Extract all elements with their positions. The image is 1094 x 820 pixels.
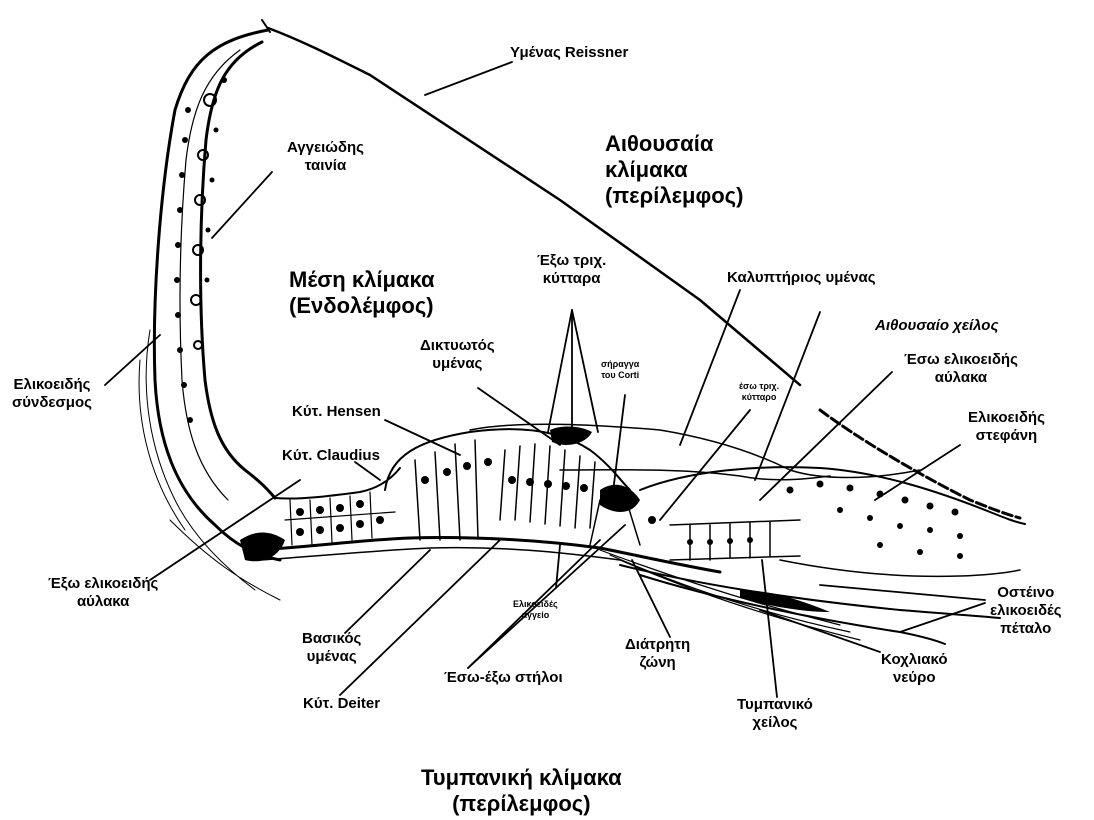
- lateral-wall-inner: [201, 42, 275, 498]
- label-scala-vestibuli-line-2: κλίμακα: [605, 157, 743, 183]
- leader-reissner: [425, 62, 512, 95]
- label-tunnel-line-2: του Corti: [601, 370, 639, 381]
- leader-stria: [212, 172, 272, 238]
- leader-inner-hair: [660, 410, 750, 520]
- label-spiral-vessel-line-1: Ελικοειδές: [513, 599, 558, 610]
- label-limbus-line-2: στεφάνη: [968, 427, 1045, 445]
- label-reticular-line-2: υμένας: [420, 355, 495, 373]
- leader-reticular: [478, 388, 560, 445]
- label-basilar-line-1: Βασικός: [302, 630, 361, 648]
- basilar-membrane-lower: [260, 548, 620, 560]
- label-stria-line-1: Αγγειώδης: [287, 139, 364, 157]
- label-nerve-line-1: Κοχλιακό: [881, 651, 948, 669]
- label-tunnel-line-1: σήραγγα: [601, 359, 639, 370]
- label-outer-hair-cells: Έξω τριχ. κύτταρα: [537, 252, 606, 288]
- leader-tunnel: [612, 395, 625, 500]
- stria-vascularis-cells: [191, 94, 216, 349]
- label-osseous-line-2: ελικοειδές: [990, 602, 1062, 620]
- label-scala-media-line-1: Μέση κλίμακα: [289, 267, 435, 293]
- leader-pillars-1: [468, 525, 625, 668]
- label-inner-spiral-sulcus: Έσω ελικοειδής αύλακα: [904, 351, 1018, 387]
- label-basilar-line-2: υμένας: [302, 648, 361, 666]
- lateral-wall-outer: [154, 30, 280, 560]
- label-tymp-lip-line-1: Τυμπανικό: [737, 696, 813, 714]
- leader-tymp-lip: [762, 560, 777, 697]
- label-habenula-line-2: ζώνη: [625, 654, 690, 672]
- leader-osseous-2: [900, 603, 985, 632]
- label-osseous-spiral-lamina: Οστέινο ελικοειδές πέταλο: [990, 584, 1062, 638]
- label-limbus-line-1: Ελικοειδής: [968, 409, 1045, 427]
- leader-hensen: [385, 420, 460, 455]
- label-stria-vascularis: Αγγειώδης ταινία: [287, 139, 364, 175]
- label-osseous-line-3: πέταλο: [990, 620, 1062, 638]
- label-reticular-line-1: Δικτυωτός: [420, 337, 495, 355]
- label-tunnel-of-corti: σήραγγα του Corti: [601, 359, 639, 381]
- leader-osseous: [820, 585, 985, 600]
- label-outer-sulcus-line-2: αύλακα: [48, 593, 158, 611]
- label-tympanic-lip: Τυμπανικό χείλος: [737, 696, 813, 732]
- label-inner-hair-line-1: έσω τριχ.: [739, 381, 779, 392]
- label-scala-media-line-2: (Ενδολέμφος): [289, 293, 435, 319]
- label-outer-hair-line-2: κύτταρα: [537, 270, 606, 288]
- label-inner-sulcus-line-1: Έσω ελικοειδής: [904, 351, 1018, 369]
- label-scala-tympani-line-2: (περίλεμφος): [421, 791, 622, 817]
- label-habenula-perforata: Διάτρητη ζώνη: [625, 636, 690, 672]
- label-pillar-cells: Έσω-έξω στήλοι: [444, 669, 563, 687]
- label-cochlear-nerve: Κοχλιακό νεύρο: [881, 651, 948, 687]
- label-basilar-membrane: Βασικός υμένας: [302, 630, 361, 666]
- label-tectorial-membrane: Καλυπτήριος υμένας: [727, 269, 876, 287]
- label-tymp-lip-line-2: χείλος: [737, 714, 813, 732]
- leader-outer-hair-1: [548, 310, 572, 432]
- limbus-lower: [780, 560, 1020, 576]
- label-scala-vestibuli-line-3: (περίλεμφος): [605, 183, 743, 209]
- label-inner-sulcus-line-2: αύλακα: [904, 369, 1018, 387]
- cochlear-nerve-fibers: [600, 550, 860, 640]
- hensen-cell-dividers: [415, 440, 478, 540]
- label-reticular-membrane: Δικτυωτός υμένας: [420, 337, 495, 373]
- label-inner-hair-cell: έσω τριχ. κύτταρο: [739, 381, 779, 403]
- label-scala-vestibuli-line-1: Αιθουσαία: [605, 131, 743, 157]
- label-claudius-cells: Κύτ. Claudius: [282, 447, 380, 465]
- label-habenula-line-1: Διάτρητη: [625, 636, 690, 654]
- label-outer-spiral-sulcus: Έξω ελικοειδής αύλακα: [48, 575, 158, 611]
- label-scala-tympani-line-1: Τυμπανική κλίμακα: [421, 765, 622, 791]
- label-outer-hair-line-1: Έξω τριχ.: [537, 252, 606, 270]
- label-inner-hair-line-2: κύτταρο: [739, 392, 779, 403]
- label-deiter-cells: Κύτ. Deiter: [303, 695, 380, 713]
- label-reissner-membrane: Υμένας Reissner: [510, 44, 628, 62]
- leader-tectorial: [680, 290, 740, 445]
- label-hensen-cells: Κύτ. Hensen: [292, 403, 381, 421]
- label-spiral-ligament-line-2: σύνδεσμος: [12, 394, 92, 412]
- label-scala-media: Μέση κλίμακα (Ενδολέμφος): [289, 267, 435, 319]
- leader-outer-hair-3: [572, 310, 598, 432]
- label-scala-vestibuli: Αιθουσαία κλίμακα (περίλεμφος): [605, 131, 743, 209]
- label-vestibular-lip: Αιθουσαίο χείλος: [875, 317, 998, 335]
- leader-spiral-ligament: [105, 335, 160, 385]
- label-stria-line-2: ταινία: [287, 157, 364, 175]
- label-spiral-ligament: Ελικοειδής σύνδεσμος: [12, 376, 92, 412]
- label-scala-tympani: Τυμπανική κλίμακα (περίλεμφος): [421, 765, 622, 817]
- label-osseous-line-1: Οστέινο: [990, 584, 1062, 602]
- label-outer-sulcus-line-1: Έξω ελικοειδής: [48, 575, 158, 593]
- label-spiral-limbus: Ελικοειδής στεφάνη: [968, 409, 1045, 445]
- spiral-limbus-outline: [640, 467, 1025, 524]
- label-nerve-line-2: νεύρο: [881, 669, 948, 687]
- label-spiral-vessel-line-2: αγγείο: [513, 610, 558, 621]
- leader-inner-sulcus: [760, 372, 892, 500]
- label-spiral-ligament-line-1: Ελικοειδής: [12, 376, 92, 394]
- leader-nerve: [760, 610, 880, 652]
- label-spiral-vessel: Ελικοειδές αγγείο: [513, 599, 558, 621]
